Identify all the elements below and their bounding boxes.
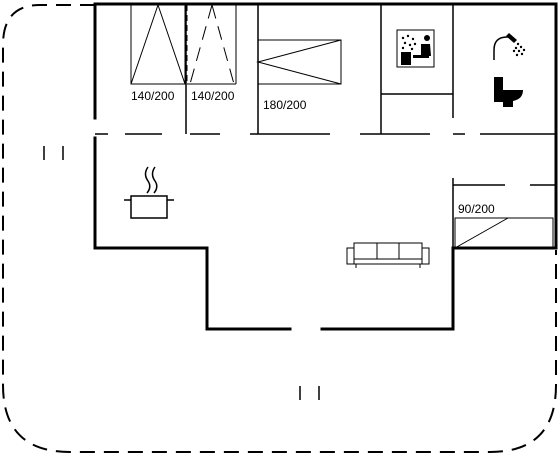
bed-3-size-label: 180/200 <box>263 98 307 112</box>
window-marks <box>43 146 320 400</box>
bed-4 <box>454 217 554 249</box>
bed-2-size-label: 140/200 <box>191 89 235 103</box>
bed-1 <box>130 3 186 85</box>
exterior-walls <box>93 2 558 331</box>
bed-3 <box>256 39 342 85</box>
bed-1-size-label: 140/200 <box>131 89 175 103</box>
sauna-icon <box>396 29 435 68</box>
shower-icon <box>493 33 526 60</box>
bed-4-size-label: 90/200 <box>458 202 495 216</box>
sofa-icon <box>346 242 430 268</box>
bed-2 <box>186 4 237 85</box>
interior-walls <box>95 5 556 248</box>
toilet-icon <box>494 77 523 107</box>
cooking-pot-icon <box>124 166 174 219</box>
terrace-outline <box>2 4 557 453</box>
